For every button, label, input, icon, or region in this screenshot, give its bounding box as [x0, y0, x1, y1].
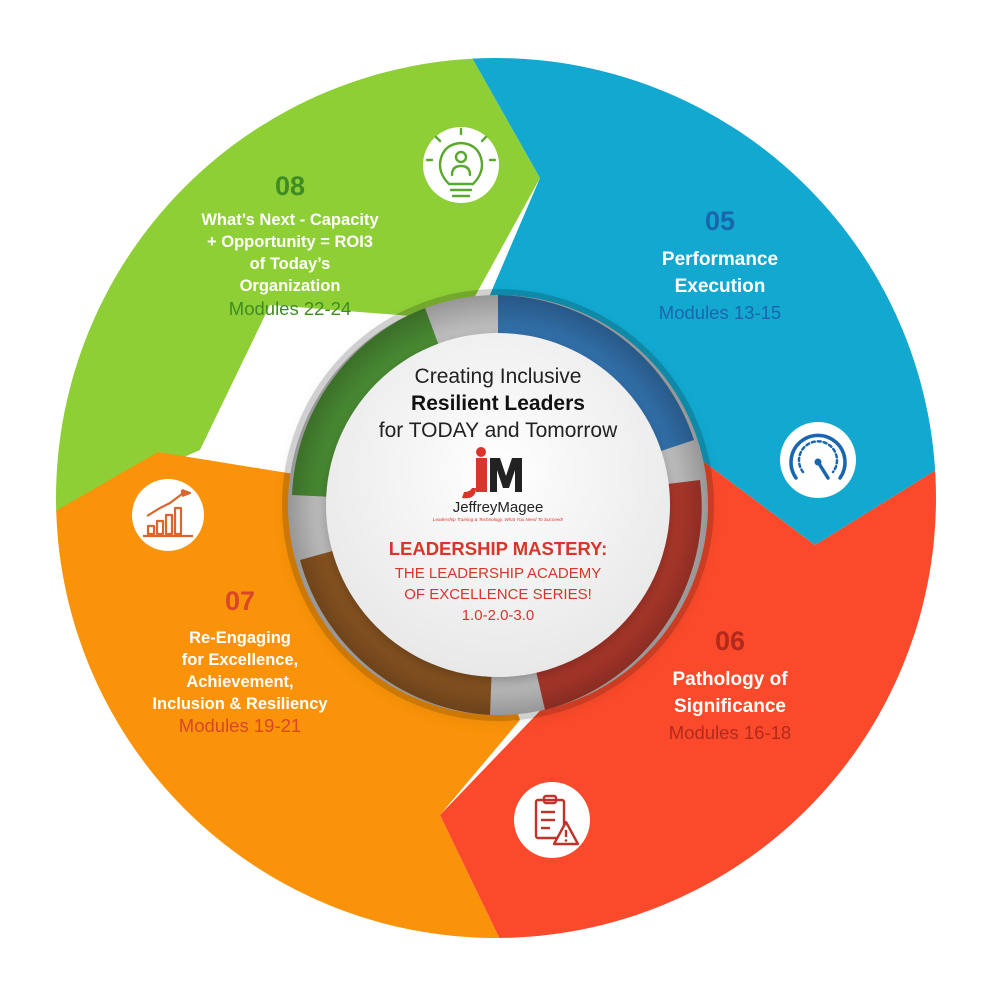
program-versions: 1.0-2.0-3.0 — [462, 607, 535, 624]
program-sub2: OF EXCELLENCE SERIES! — [404, 586, 592, 603]
center-line2: Resilient Leaders — [411, 392, 585, 415]
segment-05-modules: Modules 13-15 — [659, 302, 781, 323]
growth-chart-icon — [132, 479, 204, 551]
center-line1: Creating Inclusive — [415, 365, 582, 388]
segment-07: 07 Re-Engaging for Excellence, Achieveme… — [152, 586, 328, 736]
segment-06-number: 06 — [715, 626, 745, 656]
center-disc — [326, 333, 670, 677]
segment-06-title-line2: Significance — [674, 696, 786, 717]
segment-07-title-line1: Re-Engaging — [189, 629, 291, 647]
segment-07-title-line3: Achievement, — [186, 673, 293, 691]
program-title: LEADERSHIP MASTERY: — [389, 538, 608, 559]
segment-06-modules: Modules 16-18 — [669, 722, 791, 743]
speedometer-icon — [780, 422, 856, 498]
segment-07-number: 07 — [225, 586, 255, 616]
lightbulb-person-icon — [423, 127, 499, 203]
segment-08-title-line1: What’s Next - Capacity — [201, 211, 379, 229]
clipboard-warning-icon — [514, 782, 590, 858]
segment-08: 08 What’s Next - Capacity + Opportunity … — [201, 171, 379, 319]
logo-wordmark: JeffreyMagee — [453, 499, 544, 516]
program-sub1: THE LEADERSHIP ACADEMY — [395, 565, 601, 582]
segment-07-title-line4: Inclusion & Resiliency — [152, 695, 328, 713]
segment-07-modules: Modules 19-21 — [179, 715, 301, 736]
segment-05-title-line2: Execution — [675, 276, 766, 297]
segment-08-number: 08 — [275, 171, 305, 201]
segment-08-title-line3: of Today’s — [250, 255, 331, 273]
segment-06: 06 Pathology of Significance Modules 16-… — [669, 626, 791, 743]
segment-05: 05 Performance Execution Modules 13-15 — [659, 206, 781, 323]
segment-08-title-line4: Organization — [240, 277, 341, 295]
logo-tagline: Leadership Training & Technology, What Y… — [433, 517, 564, 522]
segment-05-number: 05 — [705, 206, 735, 236]
segment-07-title-line2: for Excellence, — [182, 651, 298, 669]
center-line3: for TODAY and Tomorrow — [379, 419, 618, 442]
jeffrey-magee-logo: JeffreyMagee Leadership Training & Techn… — [433, 447, 564, 522]
segment-08-modules: Modules 22-24 — [229, 298, 351, 319]
segment-05-title-line1: Performance — [662, 249, 778, 270]
segment-08-title-line2: + Opportunity = ROI3 — [207, 233, 373, 251]
segment-06-title-line1: Pathology of — [672, 669, 788, 690]
